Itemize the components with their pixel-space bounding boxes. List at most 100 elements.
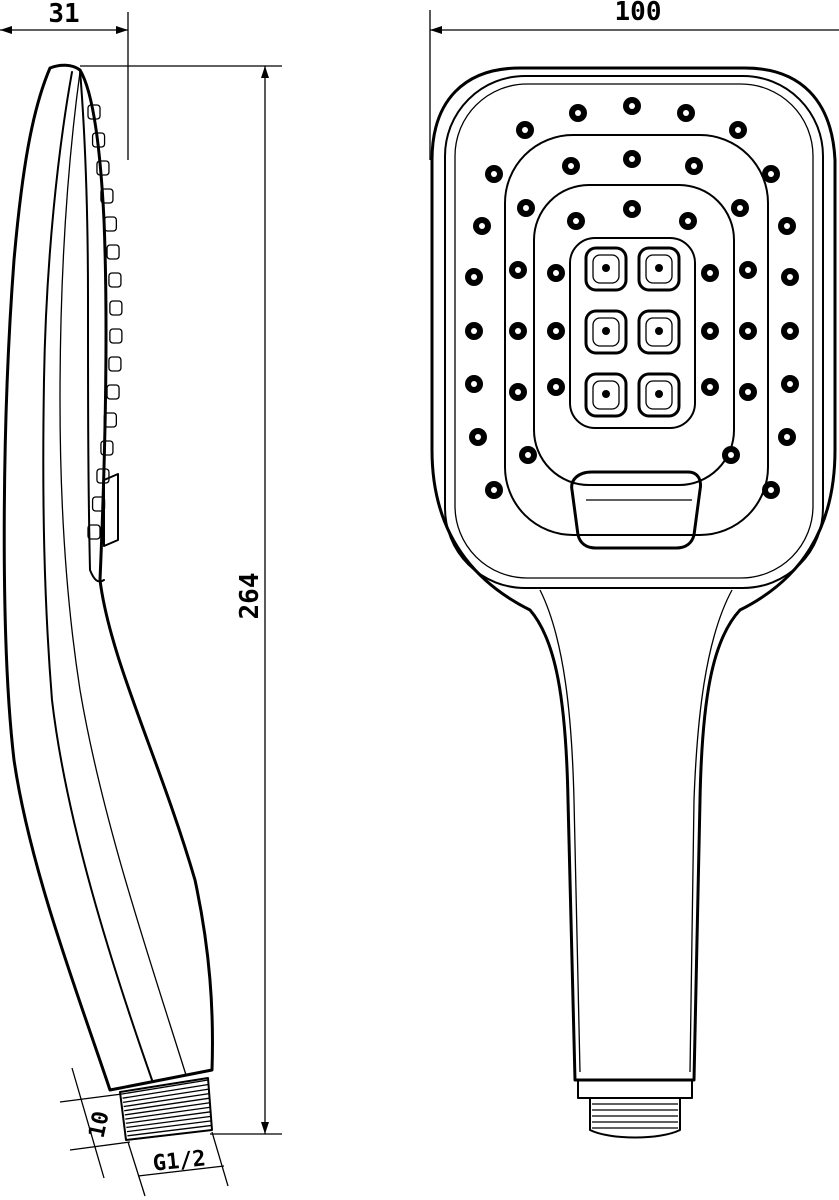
center-jet (637, 309, 681, 355)
nozzle-dot-center (787, 381, 793, 387)
nozzle-dot-center (471, 381, 477, 387)
nozzle-dot-center (707, 384, 713, 390)
side-thread (119, 1077, 213, 1141)
thread-line (125, 1106, 211, 1120)
center-jet-hole (602, 264, 610, 272)
center-jet-inner (645, 317, 673, 347)
nozzle-dot-center (553, 270, 559, 276)
nozzle-dot-center (523, 205, 529, 211)
side-nozzle (108, 356, 122, 372)
side-nozzle (87, 524, 101, 540)
side-inner-contour-1 (42, 71, 153, 1081)
side-inner-contour-2 (59, 71, 187, 1076)
face-ring-3 (533, 184, 735, 486)
side-nozzle (103, 216, 117, 232)
nozzle-dot-center (515, 267, 521, 273)
center-jet-inner (645, 254, 673, 284)
center-jet-hole (655, 327, 663, 335)
center-jet-inner (592, 317, 620, 347)
center-jet-hole (602, 390, 610, 398)
nozzle-dot-center (768, 487, 774, 493)
thread-line (122, 1083, 209, 1099)
side-nozzle (106, 244, 120, 260)
front-thread (577, 1079, 693, 1139)
dim-side-depth: 31 (48, 0, 79, 29)
side-nozzle (100, 440, 114, 456)
handle-inner-contour-right (689, 589, 733, 1073)
center-jet-inner (645, 380, 673, 410)
face-ring-2 (504, 134, 769, 536)
nozzle-dot-center (745, 267, 751, 273)
thread-line (122, 1088, 209, 1104)
side-view (2, 63, 214, 1141)
dim-thread-length: 10 (85, 1109, 115, 1140)
nozzle-dot-center (525, 452, 531, 458)
nozzle-dot-center (629, 156, 635, 162)
nozzle-dot-center (515, 389, 521, 395)
side-nozzle (96, 468, 110, 484)
nozzle-dot-center (768, 171, 774, 177)
face-ring-inner-outer (454, 83, 814, 579)
center-jet (637, 246, 681, 292)
front-body-outline (430, 66, 837, 1082)
dim-total-length: 264 (235, 573, 265, 620)
front-nozzles (465, 97, 799, 499)
side-nozzles (87, 104, 123, 547)
nozzle-dot-center (491, 171, 497, 177)
nozzle-dot-center (573, 218, 579, 224)
nozzle-dot-center (575, 110, 581, 116)
center-jet (584, 372, 628, 418)
nozzle-dot-center (479, 223, 485, 229)
handle-inner-contour (539, 589, 581, 1073)
face-ring-center (569, 237, 696, 429)
nozzle-dot-center (745, 389, 751, 395)
side-button (103, 473, 119, 547)
dim-front-width: 100 (615, 0, 662, 27)
nozzle-dot-center (745, 328, 751, 334)
nozzle-dot-center (707, 328, 713, 334)
nozzle-dot-center (784, 434, 790, 440)
nozzle-dot-center (784, 223, 790, 229)
side-nozzle (109, 328, 123, 344)
thread-line (124, 1097, 210, 1112)
nozzle-dot-center (629, 103, 635, 109)
mode-switch-button (570, 470, 702, 550)
thread-line (126, 1120, 212, 1133)
center-jet (584, 246, 628, 292)
center-jet-hole (655, 264, 663, 272)
thread-line (124, 1102, 210, 1116)
dimension-lines (0, 10, 839, 1197)
nozzle-dot-center (553, 328, 559, 334)
nozzle-dot-center (471, 274, 477, 280)
nozzle-dot-center (471, 328, 477, 334)
nozzle-dot-center (735, 127, 741, 133)
thread-line (127, 1124, 212, 1137)
nozzle-dot-center (787, 328, 793, 334)
side-nozzle (108, 272, 122, 288)
nozzle-dot-center (568, 163, 574, 169)
nozzle-dot-center (515, 328, 521, 334)
thread-line (126, 1115, 211, 1129)
side-nozzle (106, 384, 120, 400)
nozzle-dot-center (475, 434, 481, 440)
nozzle-dot-center (707, 270, 713, 276)
front-view (430, 66, 837, 1139)
side-nozzle (103, 412, 117, 428)
center-jet-hole (655, 390, 663, 398)
side-face-plate (79, 69, 105, 583)
center-jet (637, 372, 681, 418)
center-jet-inner (592, 380, 620, 410)
nozzle-dot-center (629, 206, 635, 212)
nozzle-dot-center (522, 127, 528, 133)
side-nozzle (109, 300, 123, 316)
side-body-outline (2, 63, 214, 1092)
nozzle-dot-center (491, 487, 497, 493)
thread-line (125, 1111, 211, 1124)
side-nozzle (91, 132, 106, 148)
thread-line (121, 1079, 209, 1095)
nozzle-dot-center (553, 384, 559, 390)
nozzle-dot-center (691, 163, 697, 169)
nozzle-dot-center (787, 274, 793, 280)
nozzle-dot-center (683, 110, 689, 116)
